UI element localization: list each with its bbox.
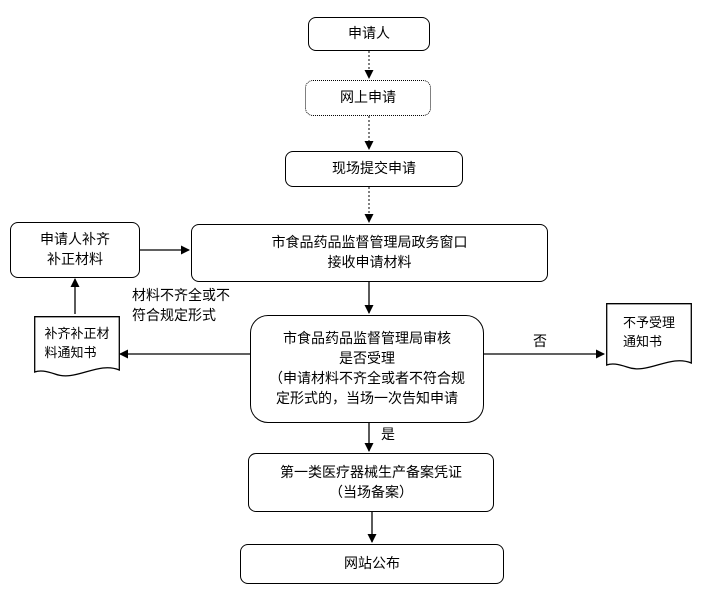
supplement-notice-line1: 补齐补正材 <box>44 327 110 342</box>
document-shape <box>34 316 120 377</box>
label-yes: 是 <box>381 427 395 443</box>
node-review-line1: 市食品药品监督管理局审核 <box>283 331 451 347</box>
node-supplement-notice: 补齐补正材 料通知书 <box>34 316 120 380</box>
label-no: 否 <box>533 334 547 350</box>
node-window-line2: 接收申请材料 <box>327 255 412 271</box>
supplement-notice-line2: 料通知书 <box>44 346 97 361</box>
node-supplement-line2: 补正材料 <box>47 252 103 268</box>
node-review-line2: 是否受理 <box>339 351 395 367</box>
node-supplement-line1: 申请人补齐 <box>40 232 110 248</box>
node-reject-notice: 不予受理 通知书 <box>606 303 692 373</box>
node-online-label: 网上申请 <box>340 90 396 106</box>
node-supplement-materials: 申请人补齐 补正材料 <box>10 222 140 278</box>
node-applicant-label: 申请人 <box>348 26 390 42</box>
node-window-line1: 市食品药品监督管理局政务窗口 <box>271 235 468 251</box>
node-certificate: 第一类医疗器械生产备案凭证 （当场备案） <box>248 453 494 512</box>
node-applicant: 申请人 <box>308 17 430 51</box>
node-onsite-label: 现场提交申请 <box>332 161 416 177</box>
node-window-receive: 市食品药品监督管理局政务窗口 接收申请材料 <box>191 224 548 282</box>
node-certificate-line2: （当场备案） <box>329 484 413 501</box>
node-online-application: 网上申请 <box>305 80 431 116</box>
node-review-line3: （申请材料不齐全或者不符合规 <box>269 371 465 387</box>
label-incomplete-line1: 材料不齐全或不 <box>132 288 230 304</box>
label-incomplete-materials: 材料不齐全或不 符合规定形式 <box>132 286 230 326</box>
node-publish: 网站公布 <box>240 544 504 584</box>
reject-notice-line2: 通知书 <box>622 335 662 350</box>
node-review-line4: 定形式的，当场一次告知申请 <box>276 391 458 407</box>
node-certificate-line1: 第一类医疗器械生产备案凭证 <box>280 464 462 481</box>
label-incomplete-line2: 符合规定形式 <box>132 308 216 324</box>
node-publish-label: 网站公布 <box>344 556 400 572</box>
document-shape <box>606 303 692 370</box>
node-onsite-submission: 现场提交申请 <box>285 151 463 187</box>
node-review: 市食品药品监督管理局审核 是否受理 （申请材料不齐全或者不符合规 定形式的，当场… <box>250 315 484 423</box>
reject-notice-line1: 不予受理 <box>622 316 675 331</box>
